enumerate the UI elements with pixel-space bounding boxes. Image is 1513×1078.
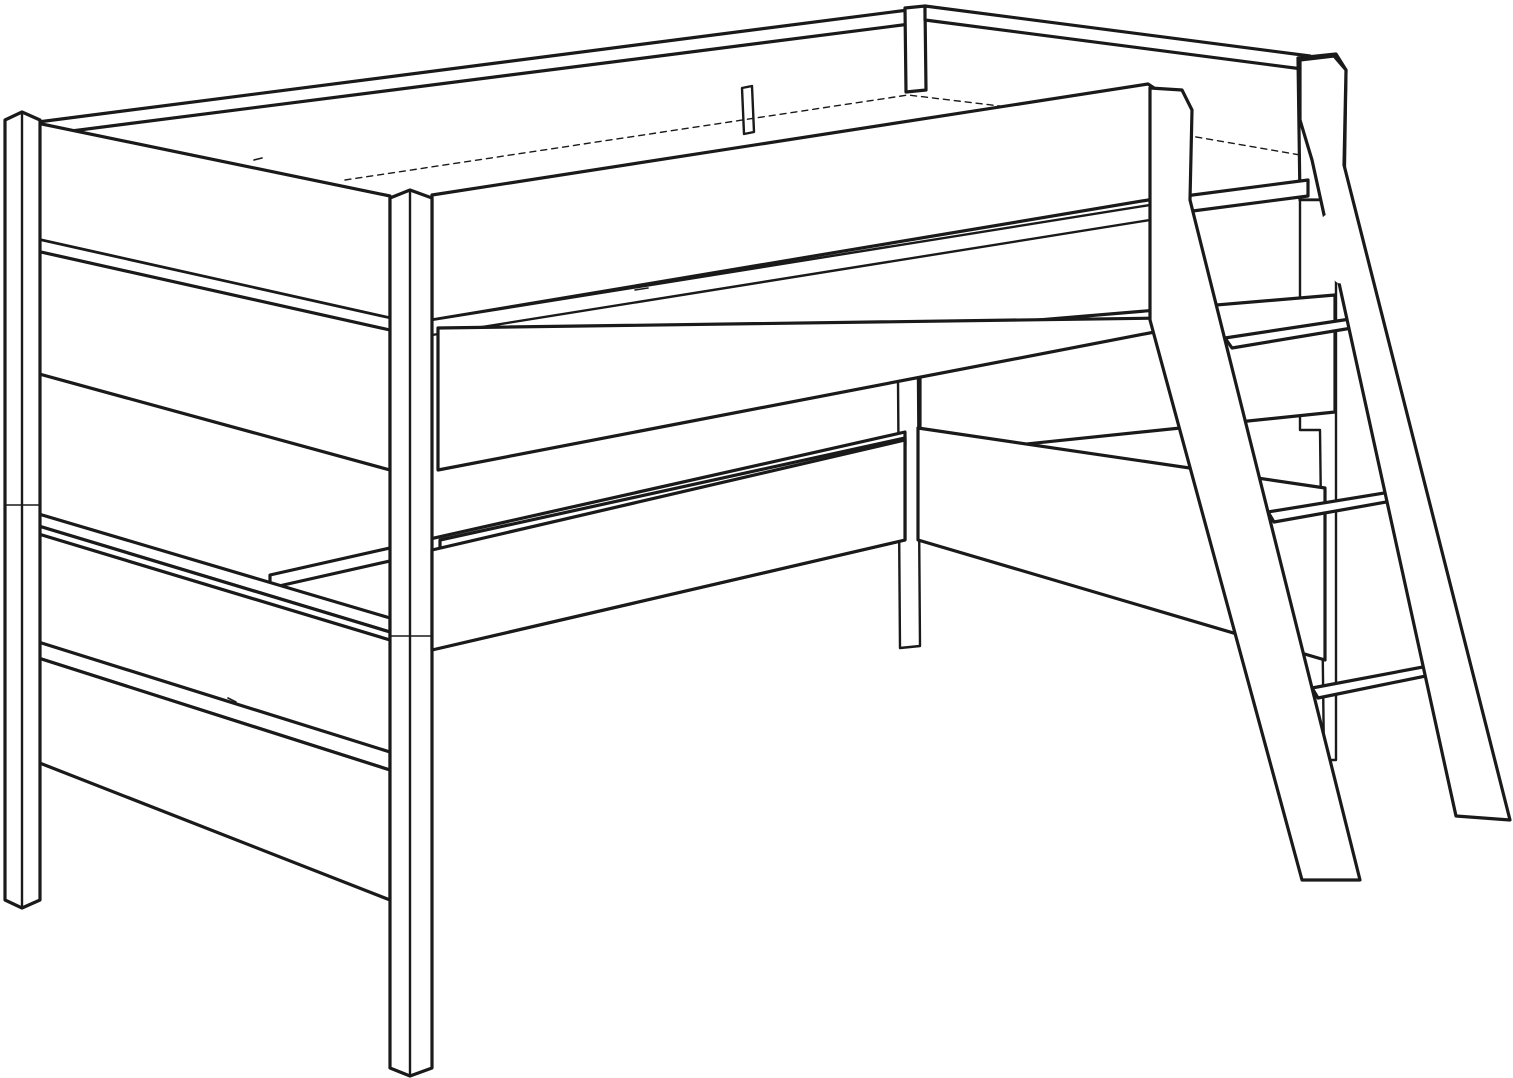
ladder-slot (1357, 346, 1383, 416)
left-end-lower-panel (30, 638, 392, 902)
front-guard-rail (430, 82, 1162, 337)
ladder-left-stringer (1148, 86, 1362, 882)
ladder-right-stringer (1298, 54, 1512, 822)
back-end-rail (923, 4, 1312, 72)
ladder-slot (1321, 214, 1347, 284)
left-front-post (3, 110, 42, 910)
front-lower-panel (430, 438, 907, 652)
ladder (1148, 54, 1512, 882)
back-guard-rail (36, 8, 912, 137)
rail-peg (740, 84, 756, 136)
ladder-slot (1161, 248, 1187, 318)
ladder-slot (1201, 388, 1227, 458)
left-end-mid-panel (30, 510, 392, 642)
panel-seam-lines (227, 157, 649, 703)
center-front-post (388, 188, 434, 1078)
mattress-outline (344, 94, 1301, 181)
